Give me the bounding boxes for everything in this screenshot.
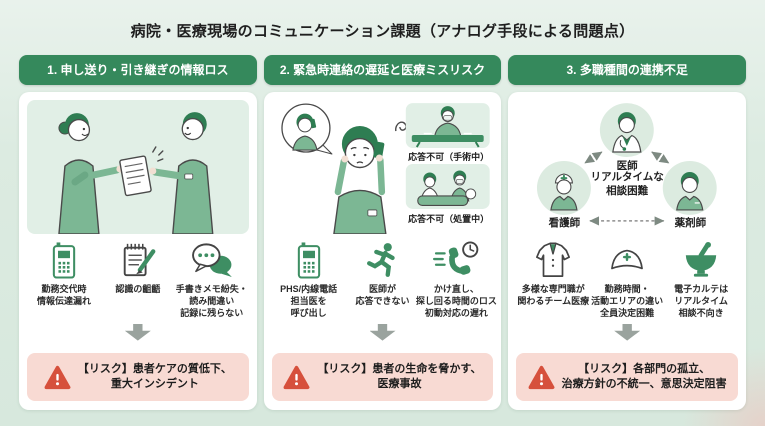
panel-emergency-contact-delay: 2. 緊急時連絡の遅延と医療ミスリスク [263,55,502,410]
role-label-doctor: 医師 [616,160,638,172]
problem-item-label: 認識の齟齬 [115,284,161,294]
panel-2-header: 2. 緊急時連絡の遅延と医療ミスリスク [263,55,502,85]
problem-item: 手書きメモ紛失・ 読み間違い 記録に残らない [175,240,249,320]
panel-3-header: 3. 多職種間の連携不足 [508,55,747,85]
risk-box: 【リスク】患者の生命を脅かす、 医療事故 [271,353,494,401]
phs-phone-icon [52,240,76,280]
problem-item: 勤務時間・ 活動エリアの違い 全員決定困難 [590,240,664,320]
risk-box: 【リスク】各部門の孤立、 治療方針の不統一、意思決定阻害 [516,353,739,401]
warning-triangle-icon [283,365,310,390]
problem-item: 勤務交代時 情報伝達漏れ [27,240,101,320]
problem-item: PHS/内線電話 担当医を 呼び出し [272,240,346,320]
role-label-pharmacist: 薬剤師 [674,217,707,229]
nurse-cap-icon [605,240,649,280]
panel-2-card: 応答不可（手術中） 応答不可（処置中） [263,92,502,410]
warning-triangle-icon [44,365,71,390]
problem-item: かけ直し、 探し回る時間のロス 初動対応の遅れ [416,240,497,320]
problem-item-label: 勤務時間・ 活動エリアの違い 全員決定困難 [591,284,664,318]
problem-item: 認識の齟齬 [101,240,175,320]
phs-phone-icon [297,240,321,280]
problem-item-label: 電子カルテは リアルタイム 相談不向き [674,284,729,318]
problem-item: 多様な専門職が 関わるチーム医療 [516,240,590,320]
warning-triangle-icon [528,365,555,390]
panel-handoff-information-loss: 1. 申し送り・引き継ぎの情報ロス [19,55,257,410]
problem-item: 医師が 応答できない [346,240,420,320]
team-communication-note: リアルタイムな 相談困難 [590,171,664,197]
role-label-nurse: 看護師 [548,217,581,229]
nurses-handoff-illustration [27,100,249,234]
risk-text: 【リスク】各部門の孤立、 治療方針の不統一、意思決定阻害 [561,363,727,390]
down-arrow-icon [124,323,151,341]
panels-row: 1. 申し送り・引き継ぎの情報ロス [0,55,765,410]
risk-text: 【リスク】患者の生命を脅かす、 医療事故 [317,363,482,390]
panel-3-card: 医師 看護師 薬剤師 リアルタイムな 相談困難 [508,92,747,410]
down-arrow-icon [614,323,641,341]
problem-item-label: 勤務交代時 情報伝達漏れ [36,284,91,306]
scene-caption-treatment: 応答不可（処置中） [408,214,490,224]
team-diagram-drawing [537,103,718,226]
panel-1-problems: 勤務交代時 情報伝達漏れ [27,240,249,320]
problem-item: 電子カルテは リアルタイム 相談不向き [664,240,738,320]
panel-3-problems: 多様な専門職が 関わるチーム医療 勤務時間・ 活動エリアの違い 全員決定困難 [516,240,738,320]
phone-callback-clock-icon [433,240,479,280]
running-person-icon [364,240,402,280]
chat-bubbles-icon [190,240,234,280]
team-diagram-illustration: 医師 看護師 薬剤師 リアルタイムな 相談困難 [516,100,738,234]
lab-coat-icon [531,240,575,280]
problem-item-label: 多様な専門職が 関わるチーム医療 [517,284,590,306]
page-title: 病院・医療現場のコミュニケーション課題（アナログ手段による問題点） [130,23,635,40]
panel-2-problems: PHS/内線電話 担当医を 呼び出し [272,240,497,320]
memo-pencil-icon [118,240,158,280]
phone-call-drawing [281,103,490,234]
mortar-pestle-icon [681,240,721,280]
problem-item-label: PHS/内線電話 担当医を 呼び出し [280,284,338,318]
panel-1-card: 勤務交代時 情報伝達漏れ [19,92,257,410]
phone-call-illustration: 応答不可（手術中） 応答不可（処置中） [272,100,494,234]
problem-item-label: かけ直し、 探し回る時間のロス 初動対応の遅れ [415,284,497,318]
problem-item-label: 医師が 応答できない [355,284,410,306]
scene-caption-surgery: 応答不可（手術中） [408,152,490,162]
nurses-handoff-drawing [58,112,214,234]
down-arrow-icon [369,323,396,341]
risk-box: 【リスク】患者ケアの質低下、 重大インシデント [27,353,249,401]
risk-text: 【リスク】患者ケアの質低下、 重大インシデント [77,363,232,390]
problem-item-label: 手書きメモ紛失・ 読み間違い 記録に残らない [175,284,248,318]
panel-1-header: 1. 申し送り・引き継ぎの情報ロス [19,55,257,85]
panel-interprofessional-coordination: 3. 多職種間の連携不足 [508,55,747,410]
